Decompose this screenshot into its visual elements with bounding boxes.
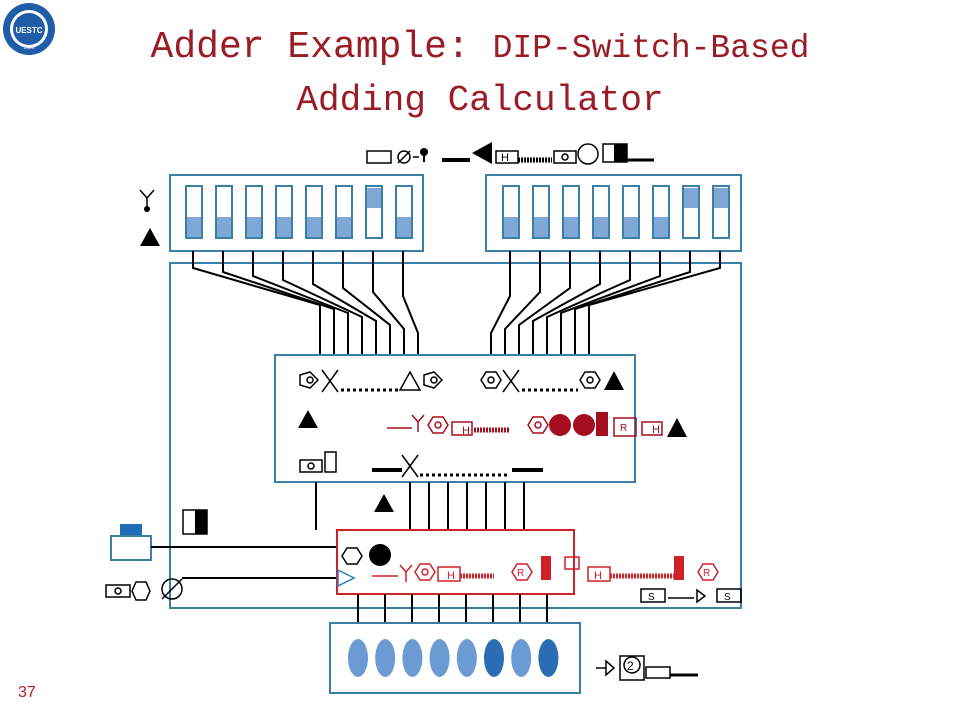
dip-switch-lever: [277, 217, 291, 237]
led: [402, 639, 423, 677]
title-part-b: DIP-Switch-Based: [492, 30, 810, 67]
side-marker: [139, 189, 155, 207]
wire: [560, 251, 661, 355]
wire: [192, 251, 321, 355]
svg-text:H: H: [594, 570, 602, 582]
led-label: [596, 655, 698, 681]
svg-text:S: S: [724, 592, 731, 603]
dip-switch-lever: [187, 217, 201, 237]
led: [511, 639, 532, 677]
svg-text:H: H: [462, 425, 470, 437]
dip-switch-lever: [624, 217, 638, 237]
svg-text:R: R: [703, 568, 710, 579]
dip-switch-lever: [534, 217, 548, 237]
chip-label-row2: [387, 414, 663, 437]
dip-switch-lever: [247, 217, 261, 237]
switch-caption: [366, 143, 654, 165]
led: [456, 639, 477, 677]
dip-switch-lever: [714, 188, 728, 208]
dip-switch-right: [485, 174, 742, 252]
wire: [252, 251, 349, 355]
svg-text:R: R: [620, 423, 627, 434]
dip-switch-lever: [654, 217, 668, 237]
led-row: [348, 639, 559, 677]
led-wires: [357, 594, 548, 623]
svg-text:S: S: [648, 592, 655, 603]
led: [348, 639, 368, 677]
chip-label-row3: [299, 451, 543, 478]
output-label: [640, 588, 742, 604]
dip-switch-lever: [337, 217, 351, 237]
pushbutton-cap: [120, 524, 142, 536]
dip-switch-lever: [367, 188, 381, 208]
logo-text: UESTC: [15, 26, 42, 35]
hexagon-icon: [341, 547, 363, 565]
dip-switch-lever: [217, 217, 231, 237]
triangle-icon: [374, 494, 394, 512]
input-wires: [192, 251, 721, 355]
triangle-icon: [298, 410, 318, 428]
clock-triangle: [337, 568, 356, 588]
slide-title-line2: Adding Calculator: [296, 80, 664, 121]
dip-switch-right-levers: [502, 185, 730, 239]
led: [429, 639, 450, 677]
wire: [342, 251, 391, 355]
dip-switch-lever: [307, 217, 321, 237]
svg-text:H: H: [447, 570, 455, 582]
university-logo: UESTC 1956: [3, 3, 55, 55]
triangle-icon: [667, 418, 687, 437]
page-number: 37: [18, 684, 36, 701]
triangle-icon: [472, 142, 492, 164]
clock-input-symbol: [105, 578, 183, 601]
led: [538, 639, 559, 677]
svg-text:2: 2: [627, 659, 634, 673]
wire: [532, 251, 601, 355]
logo-year: 1956: [23, 45, 34, 51]
title-part-a: Adder Example:: [150, 26, 493, 69]
wire: [222, 251, 335, 355]
black-dot-icon: [369, 544, 391, 566]
svg-text:R: R: [517, 568, 524, 579]
led: [484, 639, 504, 677]
led: [375, 639, 396, 677]
wire: [588, 251, 721, 355]
slide-title-line1: Adder Example: DIP-Switch-Based: [0, 26, 960, 69]
wire: [518, 251, 571, 355]
wire: [372, 251, 405, 355]
red-dot-icon: [549, 414, 571, 436]
pushbutton-body: [110, 535, 152, 561]
register-label: [372, 556, 719, 582]
wire: [282, 251, 363, 355]
wire: [490, 251, 511, 355]
dip-switch-lever: [684, 188, 698, 208]
triangle-icon: [140, 228, 160, 246]
sum-wires: [409, 482, 525, 530]
red-dot-icon: [573, 414, 595, 436]
led-display-box: [329, 622, 581, 694]
dip-switch-lever: [397, 217, 411, 237]
svg-text:H: H: [501, 152, 509, 164]
board-outline: [169, 262, 742, 609]
svg-text:H: H: [652, 424, 660, 436]
dip-switch-left-levers: [185, 185, 413, 239]
dip-switch-left: [169, 174, 424, 252]
wire: [402, 251, 419, 355]
dip-switch-lever: [594, 217, 608, 237]
wire: [504, 251, 541, 355]
chip-label-row1: [299, 369, 601, 393]
wire: [312, 251, 377, 355]
adder-chip-box: [274, 354, 636, 483]
dip-switch-lever: [504, 217, 518, 237]
wire: [574, 251, 691, 355]
red-block-icon: [596, 412, 608, 436]
triangle-icon: [604, 371, 624, 390]
dip-switch-lever: [564, 217, 578, 237]
wire: [546, 251, 631, 355]
